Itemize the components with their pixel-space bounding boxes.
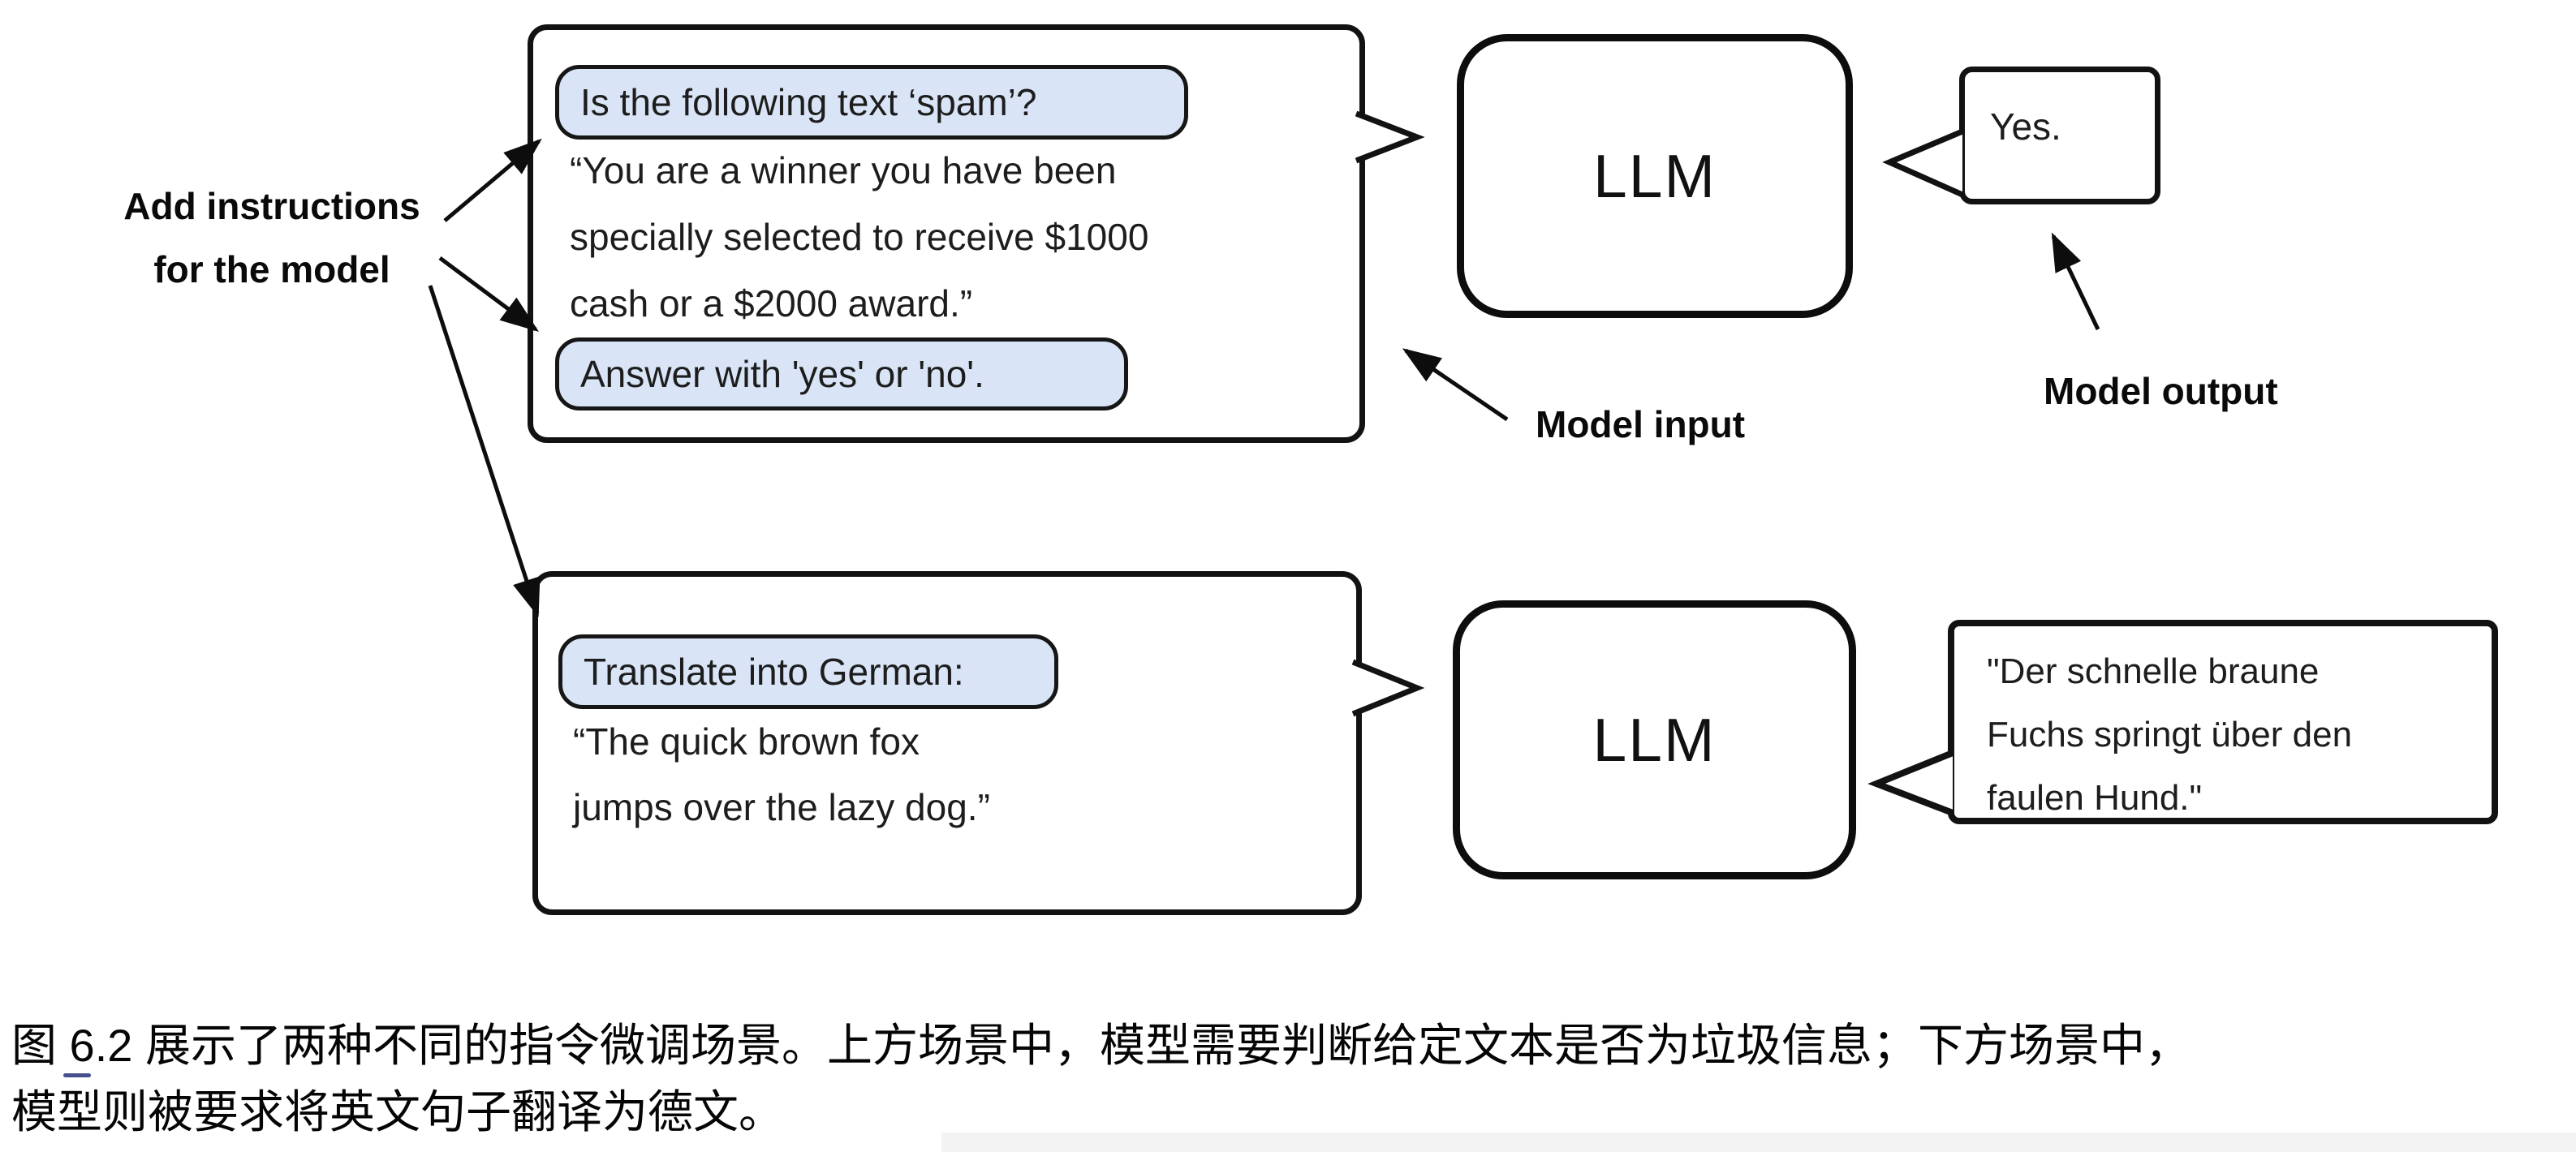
arrow-model-input-label	[1402, 348, 1509, 422]
spam-body-line-3: cash or a $2000 award.”	[570, 282, 973, 325]
translation-output-bubble-tail	[1867, 750, 1954, 816]
translation-output-line-1: "Der schnelle braune	[1987, 651, 2320, 691]
instruction-pill-answer-format-label: Answer with 'yes' or 'no'.	[580, 353, 984, 395]
translation-input-body: “The quick brown fox jumps over the lazy…	[573, 709, 990, 840]
spam-model-output-bubble	[1959, 67, 2160, 204]
spam-body-line-2: specially selected to receive $1000	[570, 216, 1149, 258]
translation-output-line-3: faulen Hund."	[1987, 778, 2203, 818]
spam-output-text: Yes.	[1990, 105, 2061, 148]
llm-box-top: LLM	[1457, 34, 1853, 318]
translation-body-line-1: “The quick brown fox	[573, 720, 920, 763]
translation-output-text: "Der schnelle braune Fuchs springt über …	[1987, 640, 2352, 830]
arrow-add-instruction-to-pill2	[438, 256, 540, 332]
arrow-add-instruction-to-pill1	[443, 138, 542, 222]
translation-model-input-box	[532, 571, 1362, 915]
translation-output-line-2: Fuchs springt über den	[1987, 715, 2353, 754]
instruction-pill-translate: Translate into German:	[558, 634, 1058, 709]
instruction-pill-answer-format: Answer with 'yes' or 'no'.	[555, 337, 1128, 411]
instruction-pill-spam-question: Is the following text ‘spam’?	[555, 65, 1188, 140]
spam-input-box-tail	[1355, 110, 1425, 164]
llm-label-top: LLM	[1593, 142, 1717, 210]
figure-caption-line-2: 模型则被要求将英文句子翻译为德文。	[11, 1086, 784, 1137]
page-edge-shadow	[941, 1133, 2576, 1152]
spam-input-body: “You are a winner you have been speciall…	[570, 137, 1148, 337]
label-add-instructions: Add instructions for the model	[97, 174, 446, 301]
label-model-input: Model input	[1536, 403, 1746, 445]
figure-caption-line-1: 图 6.2 展示了两种不同的指令微调场景。上方场景中，模型需要判断给定文本是否为…	[11, 1020, 2190, 1071]
figure-caption: 图 6.2 展示了两种不同的指令微调场景。上方场景中，模型需要判断给定文本是否为…	[11, 1012, 2190, 1146]
spam-body-line-1: “You are a winner you have been	[570, 149, 1117, 191]
spam-output-bubble-tail	[1882, 128, 1964, 198]
label-model-output: Model output	[2044, 370, 2278, 412]
figure-link-underline	[63, 1073, 91, 1077]
arrow-add-instruction-to-translate-pill	[428, 285, 541, 617]
llm-label-bottom: LLM	[1592, 706, 1717, 774]
label-add-instructions-line-1: Add instructions	[123, 185, 420, 227]
translation-model-output-bubble	[1948, 620, 2498, 824]
instruction-pill-translate-label: Translate into German:	[584, 651, 964, 693]
translation-body-line-2: jumps over the lazy dog.”	[573, 786, 990, 828]
arrow-model-output-label	[2051, 232, 2100, 331]
label-add-instructions-line-2: for the model	[153, 248, 390, 290]
translation-input-box-tail	[1352, 659, 1425, 717]
llm-box-bottom: LLM	[1453, 600, 1856, 879]
instruction-pill-spam-question-label: Is the following text ‘spam’?	[580, 81, 1037, 123]
